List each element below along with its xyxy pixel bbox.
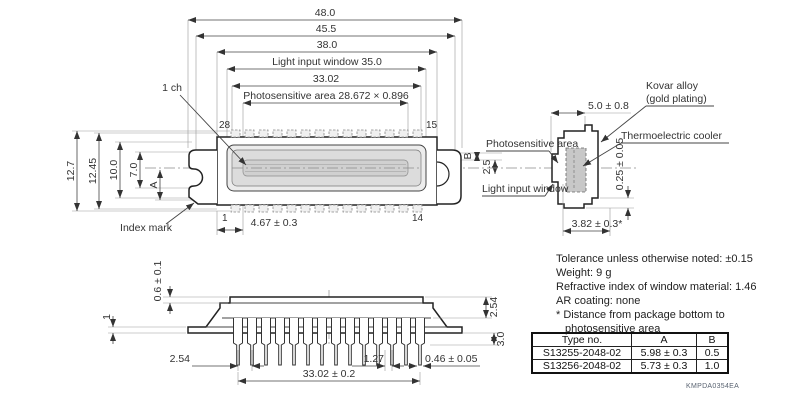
cell-B: 0.5 [696,346,729,360]
side-view: 5.0 ± 0.8 Kovar alloy (gold plating) The… [482,80,729,236]
pin-label-14: 14 [412,213,424,224]
bottom-view-pins [233,318,425,366]
pin-label-28: 28 [219,120,231,131]
dim-10-0: 10.0 [108,160,120,181]
table-row: S13255-2048-02 5.98 ± 0.3 0.5 [531,346,729,360]
leader-window [544,183,554,197]
dim-12-45: 12.45 [87,158,99,184]
right-tab-notch [436,161,450,187]
note-ar-coating: AR coating: none [556,295,641,307]
label-light-input-window: Light input window [482,183,569,195]
dim-2-5: 2.5 [481,160,493,175]
dim-h2-54: 2.54 [488,297,500,318]
dim-0-6: 0.6 ± 0.1 [152,260,164,301]
cell-type: S13256-2048-02 [531,359,632,374]
pin-label-1: 1 [222,213,228,224]
cell-A: 5.98 ± 0.3 [631,346,697,360]
label-index-mark: Index mark [120,222,173,234]
note-tolerance: Tolerance unless otherwise noted: ±0.15 [556,253,753,265]
leader-1ch [179,94,247,166]
dim-38: 38.0 [317,39,338,51]
pin-label-15: 15 [426,120,438,131]
dim-span: 33.02 ± 0.2 [303,368,356,380]
leader-index-mark [165,202,195,225]
notes-block: Tolerance unless otherwise noted: ±0.15 … [556,252,757,336]
label-thermoelectric-cooler: Thermoelectric cooler [621,130,722,142]
dimension-lines-top [188,17,462,233]
top-view-pin-stubs [230,129,423,213]
photosensitive-strip [242,159,409,177]
col-type-no: Type no. [531,332,632,347]
photosensitive-strip-lines [245,164,406,172]
dim-h3-0: 3.0 [495,332,507,347]
note-weight: Weight: 9 g [556,267,612,279]
left-mounting-tab [188,149,217,205]
dim-7-0: 7.0 [128,163,140,178]
dim-4-67: 4.67 ± 0.3 [251,217,298,229]
dim-5-0: 5.0 ± 0.8 [588,100,629,112]
label-kovar-alloy: Kovar alloy [646,80,699,92]
dim-1: 1 [101,314,113,320]
dimension-lines-left [74,131,163,211]
dim-3-82: 3.82 ± 0.3* [572,218,623,230]
label-photosensitive-area: Photosensitive area [486,138,578,150]
dim-0-25: 0.25 ± 0.05 [614,138,626,191]
dim-12-7: 12.7 [65,161,77,182]
thermoelectric-cooler [565,147,587,193]
dim-photosensitive-area: Photosensitive area 28.672 × 0.896 [243,90,409,102]
dim-45-5: 45.5 [316,23,337,35]
document-code: KMPDA0354EA [686,383,740,390]
note-refractive-index: Refractive index of window material: 1.4… [556,281,757,293]
dim-light-input-window: Light input window 35.0 [272,56,382,68]
leader-kovar [600,105,647,143]
col-A: A [631,332,697,347]
dim-1-27: 1.27 [364,353,385,365]
col-B: B [696,332,729,347]
bottom-view: 0.6 ± 0.1 1 2.54 1.27 0.46 ± 0.05 33.02 … [101,260,507,385]
cell-A: 5.73 ± 0.3 [631,359,697,374]
dim-lead-width: 0.46 ± 0.05 [425,353,478,365]
leader-cooler [582,142,622,167]
label-1ch: 1 ch [162,82,182,94]
label-gold-plating: (gold plating) [646,93,707,105]
table-row: S13256-2048-02 5.73 ± 0.3 1.0 [531,359,729,374]
dim-pitch-2-54: 2.54 [170,353,191,365]
top-view: 48.0 45.5 38.0 Light input window 35.0 3… [65,7,637,235]
dim-B: B [462,152,474,159]
dim-33-02: 33.02 [313,73,339,85]
type-table-header-row: Type no. A B [531,332,729,347]
type-table: Type no. A B S13255-2048-02 5.98 ± 0.3 0… [531,332,729,374]
note-footnote-1: * Distance from package bottom to [556,309,725,321]
leader-photosensitive [548,150,559,164]
cell-B: 1.0 [696,359,729,374]
dim-48: 48.0 [315,7,336,19]
dim-A: A [148,181,160,188]
cell-type: S13255-2048-02 [531,346,632,360]
